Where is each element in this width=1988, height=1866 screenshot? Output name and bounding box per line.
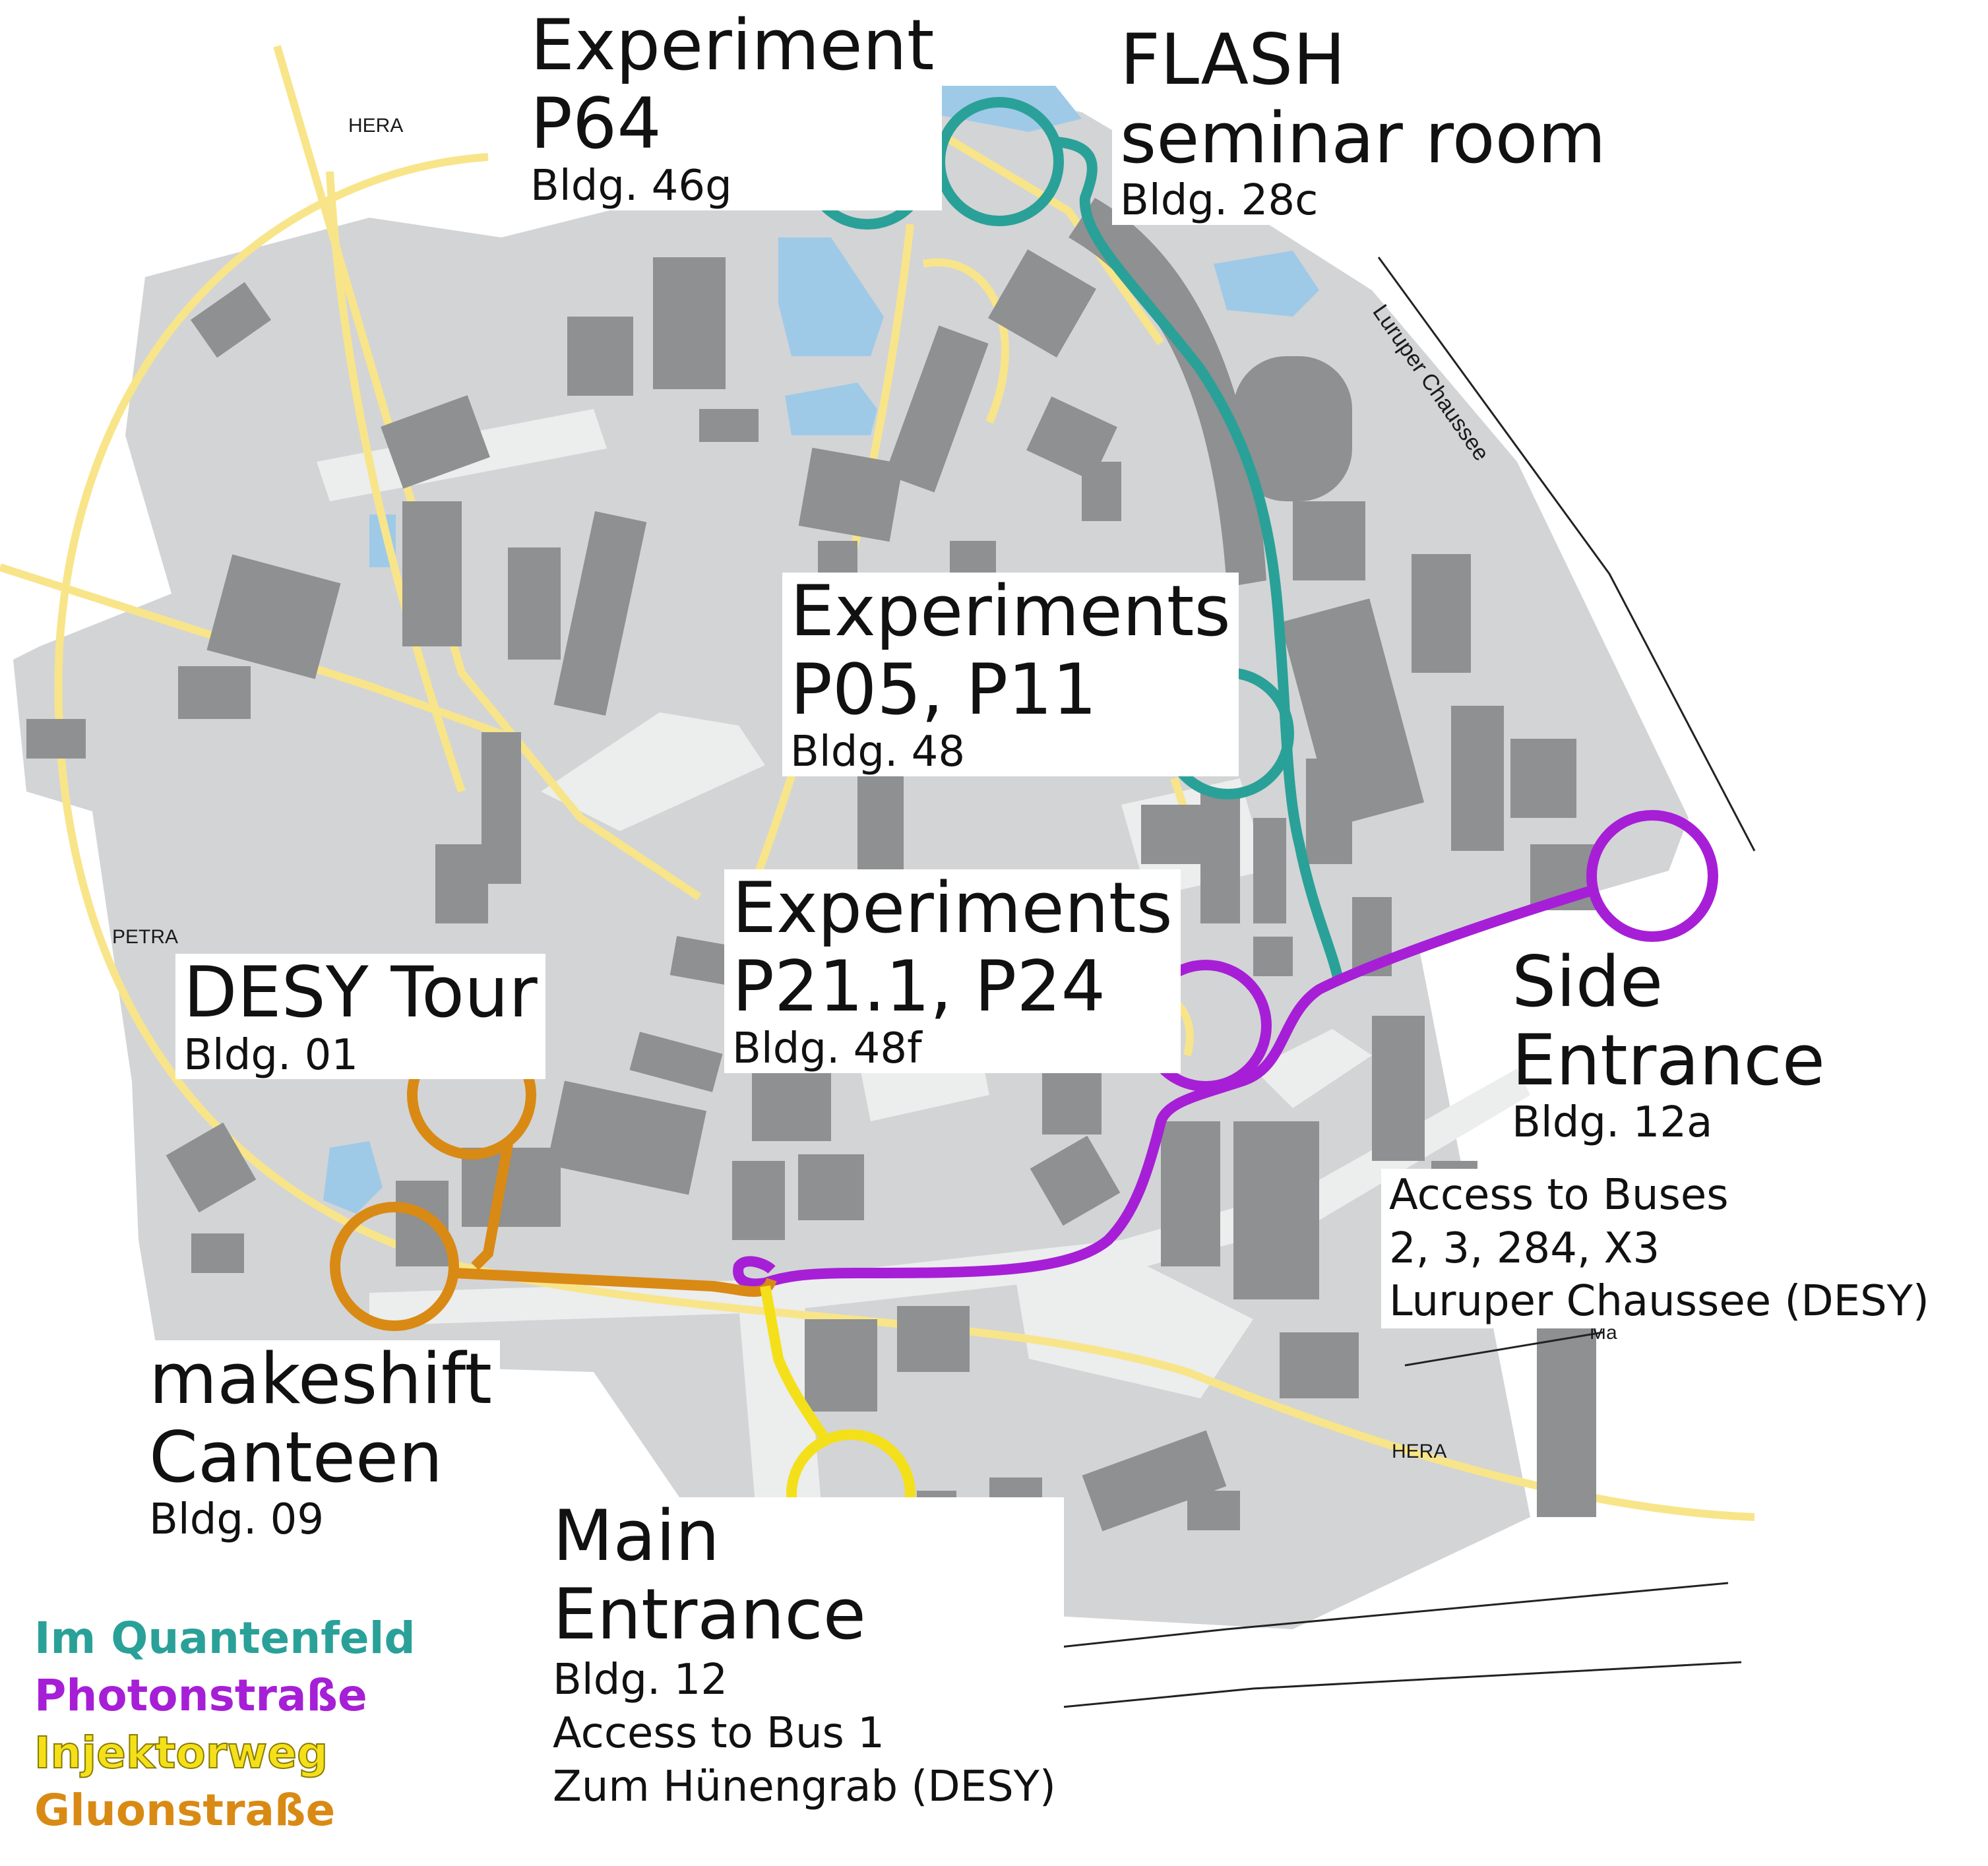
side-entrance-access-line2: 2, 3, 284, X3 bbox=[1389, 1224, 1660, 1273]
desy-tour-building: Bldg. 01 bbox=[183, 1030, 359, 1080]
legend-item-injektorweg: Injektorweg bbox=[34, 1727, 328, 1779]
hera-label-top: HERA bbox=[348, 115, 403, 137]
legend-item-gluonstrasse: Gluonstraße bbox=[34, 1785, 336, 1836]
main-entrance-building: Bldg. 12 bbox=[553, 1656, 728, 1705]
p05-p11-label: Experiments P05, P11 Bldg. 48 bbox=[782, 571, 1239, 777]
petra-label: PETRA bbox=[112, 926, 178, 948]
canteen-title-line2: Canteen bbox=[149, 1416, 443, 1498]
p64-label: Experiment P64 Bldg. 46g bbox=[522, 5, 943, 211]
p21-p24-label: Experiments P21.1, P24 Bldg. 48f bbox=[724, 867, 1181, 1074]
p21-p24-title-line2: P21.1, P24 bbox=[732, 945, 1106, 1027]
desy-tour-label: DESY Tour Bldg. 01 bbox=[175, 952, 545, 1080]
p21-p24-title-line1: Experiments bbox=[732, 867, 1173, 949]
side-entrance-access-line3: Luruper Chaussee (DESY) bbox=[1389, 1277, 1929, 1326]
p64-title-line1: Experiment bbox=[530, 5, 935, 86]
flash-title-line1: FLASH bbox=[1120, 19, 1346, 100]
canteen-label: makeshift Canteen Bldg. 09 bbox=[141, 1338, 500, 1545]
main-entrance-title-line2: Entrance bbox=[553, 1573, 866, 1655]
side-entrance-access-line1: Access to Buses bbox=[1389, 1171, 1729, 1220]
main-entrance-label: Main Entrance Bldg. 12 Access to Bus 1 Z… bbox=[545, 1495, 1064, 1814]
legend-item-im-quantenfeld: Im Quantenfeld bbox=[34, 1613, 416, 1664]
main-entrance-title-line1: Main bbox=[553, 1495, 720, 1576]
flash-building: Bldg. 28c bbox=[1120, 176, 1319, 226]
side-entrance-title-line1: Side bbox=[1512, 941, 1663, 1022]
p05-p11-building: Bldg. 48 bbox=[790, 728, 966, 777]
side-entrance-label: Side Entrance Bldg. 12a bbox=[1504, 943, 1833, 1147]
route-legend: Im Quantenfeld Photonstraße Injektorweg … bbox=[34, 1609, 416, 1839]
flash-title-line2: seminar room bbox=[1120, 97, 1606, 179]
side-entrance-marker bbox=[1586, 810, 1718, 942]
main-entrance-access-line2: Zum Hünengrab (DESY) bbox=[553, 1762, 1056, 1811]
desy-tour-title: DESY Tour bbox=[183, 952, 538, 1033]
hera-label-bottom: HERA bbox=[1392, 1441, 1446, 1462]
canteen-building: Bldg. 09 bbox=[149, 1495, 325, 1545]
canteen-title-line1: makeshift bbox=[149, 1338, 492, 1419]
side-entrance-access: Access to Buses 2, 3, 284, X3 Luruper Ch… bbox=[1381, 1169, 1937, 1328]
p64-title-line2: P64 bbox=[530, 82, 662, 164]
p05-p11-title-line2: P05, P11 bbox=[790, 648, 1097, 730]
canteen-marker bbox=[330, 1202, 459, 1331]
flash-tunnel-building bbox=[1069, 198, 1266, 587]
main-entrance-access-line1: Access to Bus 1 bbox=[553, 1709, 885, 1758]
side-entrance-title-line2: Entrance bbox=[1512, 1019, 1825, 1101]
flash-label: FLASH seminar room Bldg. 28c bbox=[1112, 19, 1614, 226]
p64-building: Bldg. 46g bbox=[530, 162, 732, 211]
legend-item-photonstrasse: Photonstraße bbox=[34, 1670, 367, 1722]
p05-p11-title-line1: Experiments bbox=[790, 571, 1231, 652]
p21-p24-building: Bldg. 48f bbox=[732, 1024, 922, 1074]
side-entrance-building: Bldg. 12a bbox=[1512, 1098, 1713, 1148]
